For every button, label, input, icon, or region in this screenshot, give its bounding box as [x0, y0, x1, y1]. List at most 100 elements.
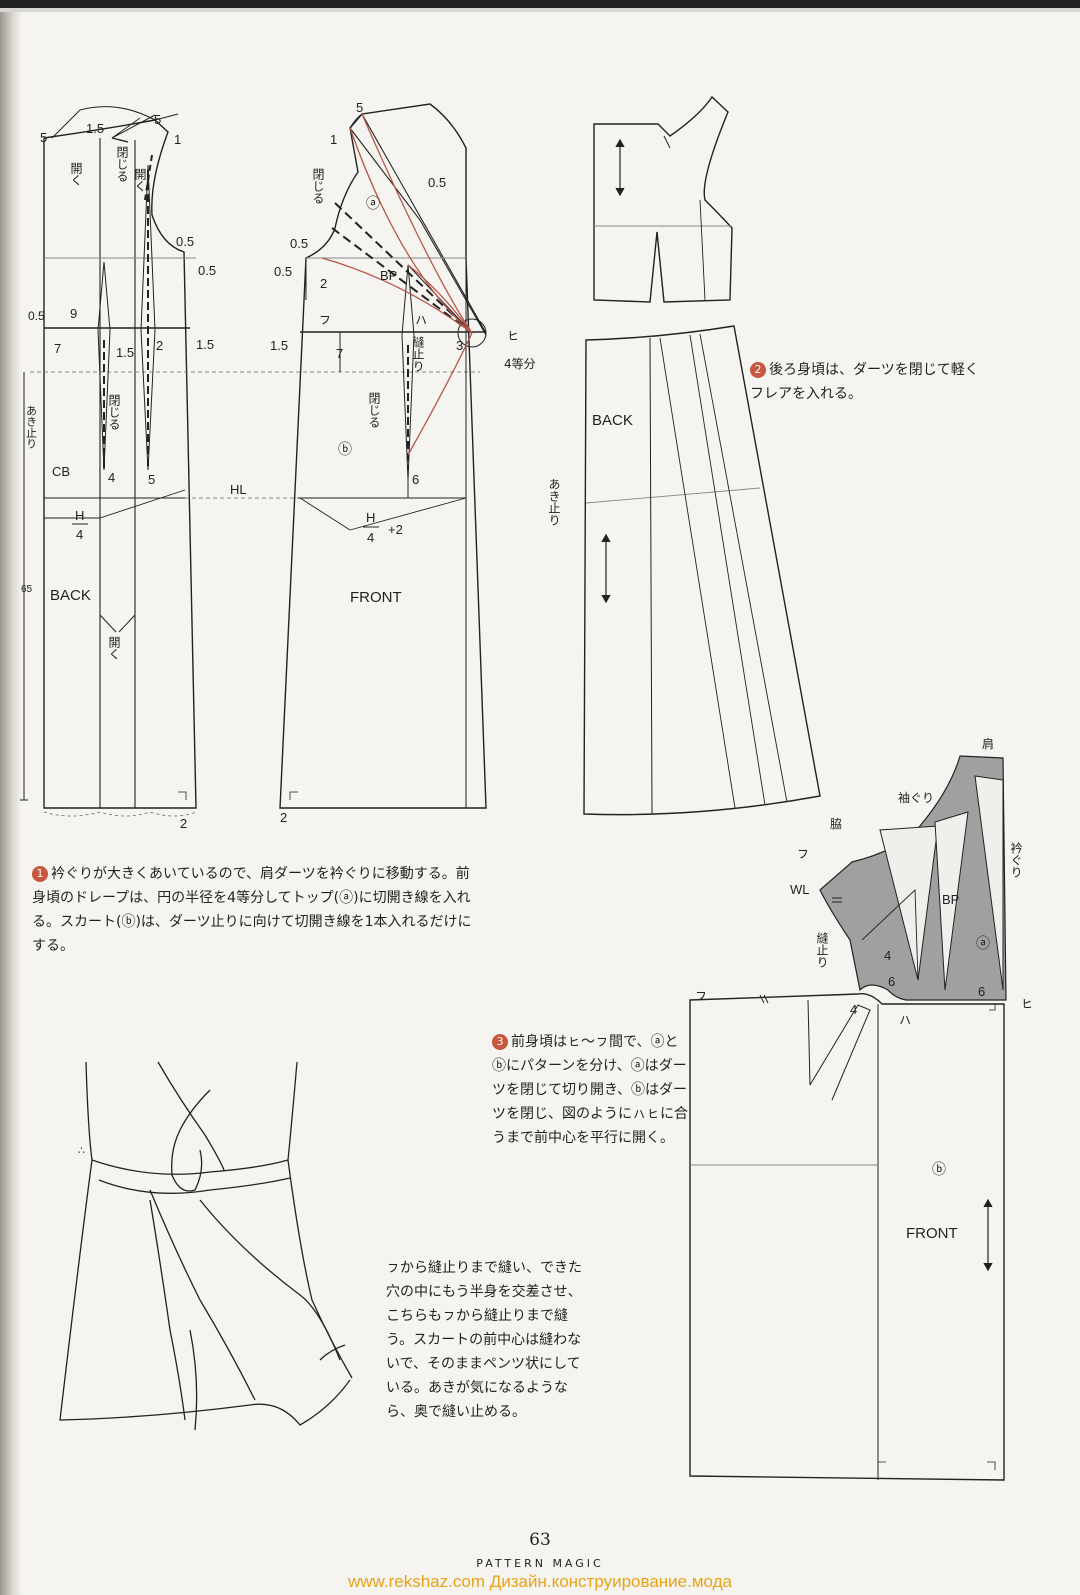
label-back-neck-5: 5: [40, 130, 47, 145]
page-top-edge: [0, 0, 1080, 8]
label-fr-sodeguri: 袖ぐり: [898, 790, 934, 805]
label-front-tojiru-1: 閉じる: [311, 168, 325, 204]
label-back-w9: 9: [70, 306, 77, 321]
label-back-tojiru-1: 閉じる: [115, 146, 129, 182]
page-gutter-shadow: [0, 0, 22, 1595]
label-fr-circle-a: ⓐ: [976, 935, 990, 951]
label-front-plus2: +2: [388, 522, 403, 537]
label-front-nuidomari: 縫止り: [411, 335, 425, 372]
garment-illustration: [59, 1061, 353, 1431]
label-back-len65: 65: [21, 584, 33, 595]
label-fr-d6a: 6: [888, 974, 895, 989]
label-back-tojiru-2: 閉じる: [107, 394, 121, 430]
label-front-shoulder-1: 1: [330, 132, 337, 147]
grainline-arrow-1: [615, 138, 625, 197]
back-bodice-top-pattern: [593, 95, 733, 303]
label-back-title: BACK: [50, 587, 91, 604]
note-3-text: 前身頃はㇶ〜ㇷ間で、ⓐとⓑにパターンを分け、ⓐはダーツを閉じて切り開き、ⓑはダー…: [492, 1034, 688, 1146]
label-front-4-div: 4等分: [504, 357, 536, 371]
page-top-edge-shadow: [0, 8, 1080, 12]
note-1-text: 衿ぐりが大きくあいているので、肩ダーツを衿ぐりに移動する。前身頃のドレープは、円…: [32, 866, 472, 954]
label-front-title: FRONT: [350, 589, 402, 606]
label-front-hem2: 2: [280, 810, 287, 825]
label-back-h7: 7: [54, 341, 61, 356]
front-split-pattern: [689, 755, 1007, 1481]
label-back-hem2: 2: [180, 816, 187, 831]
label-fr-d4b: 4: [850, 1002, 857, 1017]
book-title: PATTERN MAGIC: [476, 1557, 604, 1570]
note-2-text: 後ろ身頃は、ダーツを閉じて軽くフレアを入れる。: [750, 362, 979, 402]
label-back-akidomari: あき止り: [25, 405, 38, 449]
label-front-h-top: H: [366, 510, 375, 525]
label-front-circle-a: ⓐ: [366, 195, 380, 211]
label-back-h-bot: 4: [76, 527, 83, 542]
label-front-a: ㇵ: [414, 312, 428, 328]
label-front-l1.5: 1.5: [270, 338, 288, 353]
label-fr-i: ㇶ: [1020, 996, 1034, 1012]
label-front-0.5: 0.5: [428, 175, 446, 190]
label-fr-nuidomari: 縫止り: [815, 931, 829, 968]
page-number: 63: [529, 1530, 551, 1550]
grainline-arrow-2: [601, 533, 611, 604]
label-fr-circle-b: ⓑ: [932, 1161, 946, 1177]
note-4: ㇷから縫止りまで縫い、できた穴の中にもう半身を交差させ、こちらもㇷから縫止りまで…: [386, 1256, 590, 1424]
label-front-h7: 7: [336, 346, 343, 361]
watermark-link[interactable]: www.rekshaz.com Дизайн.конструирование.м…: [348, 1572, 732, 1591]
label-front-a0.5: 0.5: [290, 236, 308, 251]
label-fr-u2: ㇷ: [694, 988, 708, 1004]
illustration-mark: ∴: [78, 1145, 85, 1157]
label-back-hiraku-2: 開く: [133, 168, 147, 192]
label-back-cb: CB: [52, 464, 70, 479]
label-back-skirt-akidomari: あき止り: [547, 478, 561, 526]
drape-cut-lines: [321, 113, 473, 456]
label-fr-d4a: 4: [884, 948, 891, 963]
note-4-text: ㇷから縫止りまで縫い、できた穴の中にもう半身を交差させ、こちらもㇷから縫止りまで…: [386, 1260, 582, 1420]
label-back-h-top: H: [75, 508, 84, 523]
back-skirt-pattern: [583, 325, 821, 816]
label-fr-u1: ㇷ: [796, 846, 810, 862]
label-fr-front-title: FRONT: [906, 1225, 958, 1242]
label-front-c2: 2: [320, 276, 327, 291]
label-front-circle-b: ⓑ: [338, 441, 352, 457]
label-front-i: ㇶ: [506, 328, 520, 344]
label-hl: HL: [230, 482, 247, 497]
label-fr-waki: 脇: [830, 817, 842, 831]
label-back-shoulder-1.5: 1.5: [86, 121, 104, 136]
label-fr-a: ㇵ: [898, 1012, 912, 1028]
label-front-u: ㇷ: [318, 312, 332, 328]
label-back-side-0.5: 0.5: [28, 309, 45, 323]
label-back-shoulder-5: 5: [154, 112, 161, 127]
label-fr-wl: WL: [790, 882, 810, 897]
label-fr-bp: BP: [942, 892, 959, 907]
label-front-bp: BP: [380, 268, 397, 283]
label-back-shoulder-1: 1: [174, 132, 181, 147]
note-2-number: 2: [750, 362, 766, 378]
label-back-skirt-title: BACK: [592, 412, 633, 429]
label-back-d5: 5: [148, 472, 155, 487]
label-front-h-bot: 4: [367, 530, 374, 545]
label-back-w1.5b: 1.5: [196, 337, 214, 352]
note-3-number: 3: [492, 1034, 508, 1050]
label-back-hiraku-3: 開く: [107, 636, 121, 660]
note-1-number: 1: [32, 866, 48, 882]
grainline-arrow-3: [983, 1198, 993, 1272]
label-front-tojiru-2: 閉じる: [367, 392, 381, 428]
label-fr-kata: 肩: [982, 736, 994, 751]
label-back-w2: 2: [156, 338, 163, 353]
label-front-d6: 6: [412, 472, 419, 487]
label-back-hiraku-1: 開く: [69, 162, 83, 186]
label-back-w1.5a: 1.5: [116, 345, 134, 360]
label-front-neck-5: 5: [356, 100, 363, 115]
label-front-c3: 3: [456, 338, 463, 353]
label-fr-eri: 衿ぐり: [1009, 841, 1023, 878]
label-front-b0.5: 0.5: [274, 264, 292, 279]
label-back-arm-0.5a: 0.5: [176, 234, 194, 249]
back-bodice-pattern: [20, 106, 480, 817]
label-back-d4: 4: [108, 470, 115, 485]
label-fr-d6b: 6: [978, 984, 985, 999]
